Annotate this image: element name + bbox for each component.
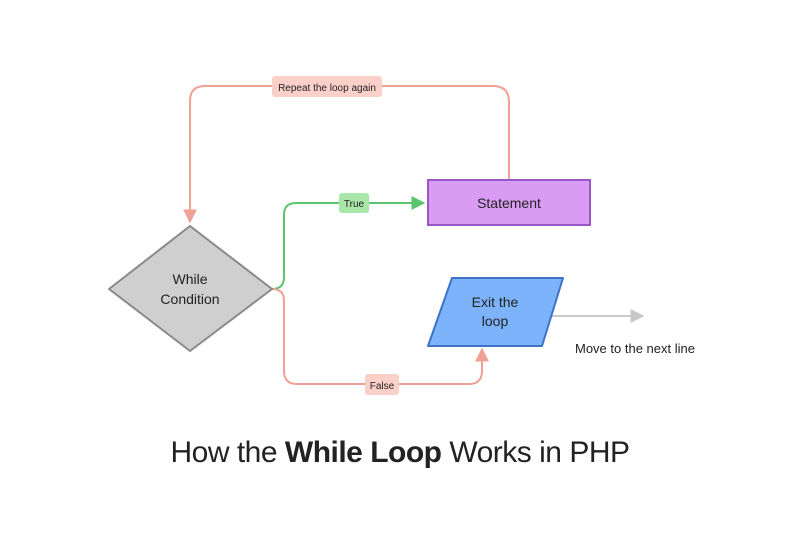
page-title: How the While Loop Works in PHP bbox=[0, 436, 800, 470]
statement-label: Statement bbox=[477, 195, 541, 211]
exit-line2: loop bbox=[482, 313, 509, 329]
edge-label-repeat: Repeat the loop again bbox=[272, 76, 382, 97]
title-bold: While Loop bbox=[284, 436, 442, 469]
false-label-text: False bbox=[370, 381, 395, 392]
title-prefix: How the bbox=[170, 436, 285, 469]
edge-label-false: False bbox=[365, 374, 399, 395]
edge-true bbox=[271, 196, 426, 290]
condition-line2: Condition bbox=[160, 291, 219, 307]
edge-label-true: True bbox=[339, 193, 369, 213]
true-label-text: True bbox=[344, 199, 365, 210]
edge-false bbox=[271, 288, 489, 385]
node-exit: Exit the loop bbox=[427, 277, 564, 347]
node-condition: While Condition bbox=[108, 225, 273, 352]
node-statement: Statement bbox=[427, 179, 591, 226]
exit-line1: Exit the bbox=[472, 294, 519, 310]
title-suffix: Works in PHP bbox=[441, 436, 630, 469]
repeat-label-text: Repeat the loop again bbox=[278, 83, 376, 94]
next-line-label: Move to the next line bbox=[575, 341, 695, 356]
condition-line1: While bbox=[172, 271, 207, 287]
